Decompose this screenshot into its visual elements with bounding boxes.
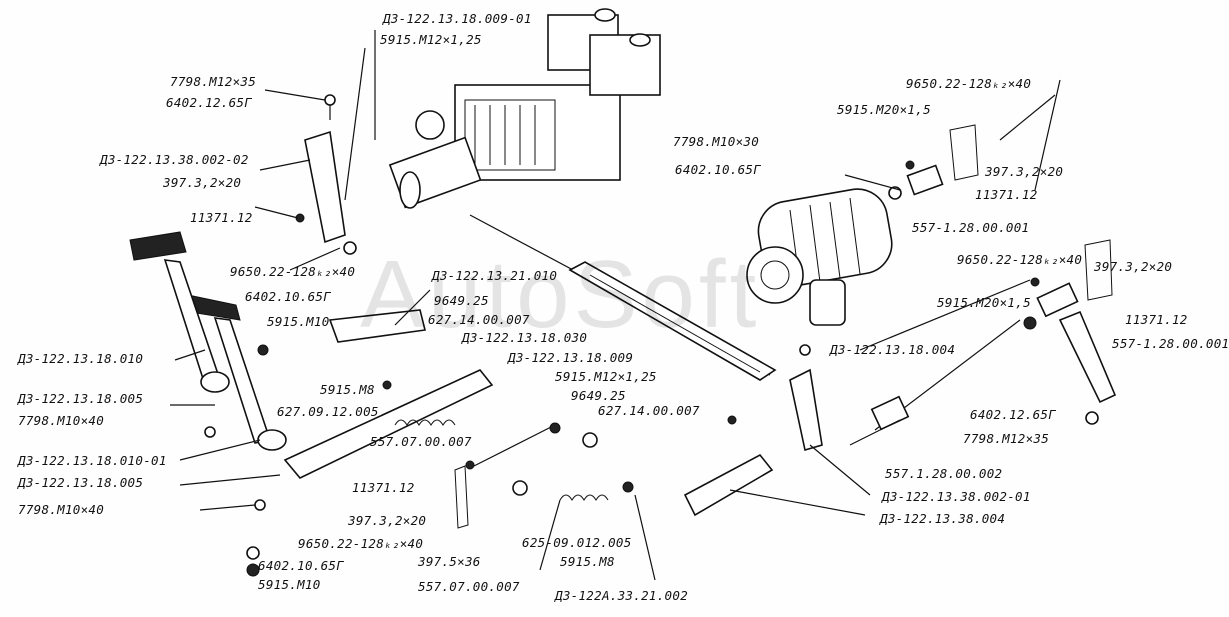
part-label: 9649.25 (434, 293, 489, 308)
part-label: 627.14.00.007 (598, 403, 700, 418)
part-label: 6402.10.65Г (245, 289, 332, 304)
part-label: 7798.М10×40 (18, 413, 105, 428)
part-label: 5915.М20×1,5 (937, 295, 1031, 310)
part-label: 397.3,2×20 (985, 164, 1064, 179)
part-label: ДЗ-122.13.18.009-01 (383, 11, 532, 26)
part-label: 7798.М10×40 (18, 502, 105, 517)
part-label: 557.07.00.007 (370, 434, 472, 449)
part-label: 9649.25 (571, 388, 626, 403)
part-label: 5915.М10 (267, 314, 330, 329)
springs (394, 419, 609, 501)
part-label: 397.3,2×20 (1094, 259, 1173, 274)
part-label: 6402.12.65Г (166, 95, 253, 110)
part-label: 557.07.00.007 (418, 579, 520, 594)
part-label: 5915.М20×1,5 (837, 102, 931, 117)
part-label: 625-09.012.005 (522, 535, 632, 550)
part-label: 5915.М12×1,25 (555, 369, 657, 384)
pin-details (454, 124, 1113, 529)
part-label: ДЗ-122.13.38.002-02 (100, 152, 249, 167)
brake-cylinder-assembly (746, 188, 893, 326)
part-label: ДЗ-122.13.38.004 (880, 511, 1006, 526)
part-label: 6402.10.65Г (675, 162, 762, 177)
part-label: 627.09.12.005 (277, 404, 379, 419)
leader-lines (170, 30, 1061, 581)
part-label: 557-1.28.00.001 (912, 220, 1030, 235)
part-label: ДЗ-122.13.18.010 (18, 351, 144, 366)
part-label: ДЗ-122.13.18.005 (18, 475, 144, 490)
part-label: 397.3,2×20 (348, 513, 427, 528)
part-label: ДЗ-122.13.18.030 (462, 330, 588, 345)
control-valve-assembly (388, 8, 771, 376)
part-label: 11371.12 (190, 210, 253, 225)
part-label: ДЗ-122.13.38.002-01 (882, 489, 1031, 504)
part-label: 11371.12 (975, 187, 1038, 202)
part-label: 6402.10.65Г (258, 558, 345, 573)
part-label: ДЗ-122.13.18.004 (830, 342, 956, 357)
part-label: ДЗ-122.13.18.010-01 (18, 453, 167, 468)
part-label: 5915.М12×1,25 (380, 32, 482, 47)
part-label: ДЗ-122А.33.21.002 (555, 588, 689, 603)
pedal-assembly (129, 231, 287, 451)
part-label: ДЗ-122.13.18.009 (508, 350, 634, 365)
part-label: 5915.М10 (258, 577, 321, 592)
part-label: 9650.22-128ₖ₂×40 (298, 536, 424, 551)
part-label: ДЗ-122.13.21.010 (432, 268, 558, 283)
long-shaft (568, 261, 777, 381)
part-label: 7798.М12×35 (170, 74, 257, 89)
part-label: 6402.12.65Г (970, 407, 1057, 422)
part-label: 7798.М12×35 (963, 431, 1050, 446)
part-label: 397.3,2×20 (163, 175, 242, 190)
part-label: 9650.22-128ₖ₂×40 (906, 76, 1032, 91)
part-label: 9650.22-128ₖ₂×40 (230, 264, 356, 279)
watermark-text: AutoSoft (360, 241, 761, 348)
part-label: 7798.М10×30 (673, 134, 760, 149)
part-label: 5915.М8 (320, 382, 375, 397)
part-label: 11371.12 (352, 480, 415, 495)
linkage-levers (283, 130, 1117, 517)
part-label: 557.1.28.00.002 (885, 466, 1003, 481)
part-label: 9650.22-128ₖ₂×40 (957, 252, 1083, 267)
fasteners (204, 94, 1099, 577)
part-label: 397.5×36 (418, 554, 481, 569)
part-label: 627.14.00.007 (428, 312, 530, 327)
part-label: 11371.12 (1125, 312, 1188, 327)
part-label: 557-1.28.00.001 (1112, 336, 1229, 351)
part-label: 5915.М8 (560, 554, 615, 569)
part-label: ДЗ-122.13.18.005 (18, 391, 144, 406)
